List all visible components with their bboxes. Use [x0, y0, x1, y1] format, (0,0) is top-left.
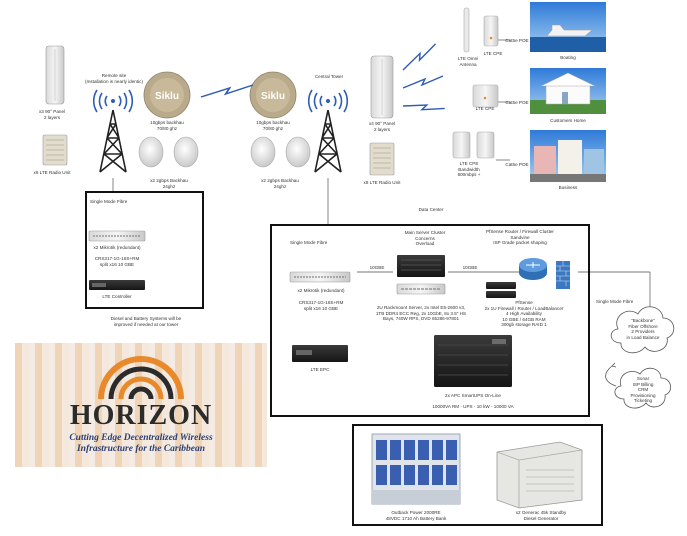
center-panel-label: x4 90° Panel 2 layers	[368, 121, 396, 132]
photo-business	[530, 130, 606, 182]
photo-boating	[530, 2, 606, 52]
pfsense-units	[486, 282, 516, 298]
siklu-left-label: 10gbps backhau 70/80 ghz	[150, 120, 184, 131]
center-radio-label: x8 LTE Radio Unit	[363, 180, 401, 185]
cpe-top-device	[483, 15, 499, 47]
dish-left-label: x2 2gbps Backhau 24ghz	[150, 178, 188, 189]
cloud-backbone	[610, 306, 675, 354]
site-customers-home: Customers Home	[550, 118, 586, 123]
diesel-generator	[496, 441, 583, 509]
left-radio-label: x6 LTE Radio Unit	[33, 170, 71, 175]
dc-epc-label: LTE EPC	[310, 367, 330, 372]
power-systems-box	[352, 424, 603, 526]
link-10gbe-a: 10GBE	[369, 265, 385, 270]
cpe-mid-device	[472, 84, 499, 108]
generator-label: x2 Generac 45k Standby Diesel Generator	[515, 510, 567, 521]
left-panel-label: x3 90° Panel 2 layers	[38, 109, 66, 120]
center-panel-antenna	[370, 55, 394, 119]
dish-pair-left	[138, 136, 199, 168]
cloud-link-arrow	[611, 362, 617, 368]
fibre-out-label: Single Mode Fibre	[596, 299, 634, 304]
apc-ups	[434, 335, 512, 387]
remote-switch-model: CRS317-1G-16S+RM split x16 10 GBE	[94, 256, 140, 267]
cpe-top-label: LTE CPE	[483, 51, 503, 56]
dc-mikrotik-switch	[289, 271, 351, 283]
siklu-radio-left: Siklu	[143, 71, 191, 119]
site-business: Business	[558, 185, 578, 190]
cpe-bottom-poe: Cat5e POE	[505, 162, 529, 167]
server-spec: 2U Rackmount Server, 2x Intel E5-2600 v3…	[375, 305, 467, 322]
dish-pair-right	[250, 136, 311, 168]
logo-background	[15, 343, 267, 467]
remote-switch-label: x2 Mikrotik (redundant)	[93, 245, 141, 250]
pfsense-spec: PfSense 2x 1U Firewall / Router / LoadBa…	[484, 300, 564, 328]
battery-bank	[371, 433, 461, 505]
remote-fiber-label: Single Mode Fibre	[90, 199, 128, 204]
battery-label: Outback Power 2000RE 48VDC 1710 Ah Batte…	[385, 510, 447, 521]
omni-label: LTE Omni Antenna	[457, 56, 479, 67]
ups-spec: 10000VA RM - UPS - 10 kW - 10000 VA	[432, 404, 514, 409]
left-lte-radio-unit	[42, 134, 68, 166]
cloud-backbone-label: "Backbone" Fiber Offshore 2 Providers in…	[626, 318, 660, 340]
wireless-link-icon	[397, 43, 441, 71]
cloud-sonar	[614, 367, 671, 409]
cloud-sonar-label: Sonar ISP Billing CRM Provisioning Ticke…	[630, 376, 656, 404]
remote-power-note: Diesel and Battery Systems will be impro…	[110, 316, 182, 327]
omni-antenna	[463, 7, 470, 53]
main-server	[396, 255, 446, 295]
center-lte-radio-unit	[369, 142, 395, 176]
pfsense-head: PfSense Router / Firewall Cluster Sandvi…	[486, 229, 554, 246]
siklu-radio-right: Siklu	[249, 71, 297, 119]
horizon-logo: HORIZON Cutting Edge Decentralized Wirel…	[15, 343, 267, 467]
link-10gbe-b: 10GBE	[462, 265, 478, 270]
wires	[112, 39, 651, 336]
logo-brand: HORIZON	[69, 400, 213, 431]
logo-emblem-icon	[98, 356, 184, 400]
remote-mikrotik-switch	[88, 230, 146, 242]
site-boating: Boating	[560, 55, 576, 60]
cpe-mid-label: LTE CPE	[475, 106, 495, 111]
remote-controller-label: LTE Controller	[102, 294, 132, 299]
ups-label: 2x APC SmartUPS On-Line	[445, 393, 501, 398]
cpe-top-poe: Cat5e POE	[505, 38, 529, 43]
dc-switch-model: CRS317-1G-16S+RM split x16 10 GBE	[298, 300, 344, 311]
firewall-icon	[556, 261, 570, 289]
remote-tower-icon	[92, 89, 134, 173]
wireless-link-icon	[402, 94, 446, 121]
siklu-left-brand: Siklu	[155, 91, 179, 102]
cpe-bottom-label: LTE CPE Bandwidth 600mbps +	[457, 161, 481, 178]
dc-switch-label: x2 Mikrotik (redundant)	[297, 288, 345, 293]
dc-fiber-label: Single Mode Fibre	[290, 240, 328, 245]
logo-tagline: Cutting Edge Decentralized Wireless Infr…	[69, 433, 213, 454]
cpe-bottom-device	[452, 131, 495, 159]
wireless-link-icon	[200, 84, 254, 98]
left-panel-antenna	[45, 45, 65, 105]
central-tower-label: Central Tower	[314, 74, 344, 79]
photo-customers-home	[530, 68, 606, 114]
siklu-right-label: 10gbps backhau 70/80 ghz	[256, 120, 290, 131]
central-tower-icon	[307, 89, 349, 173]
main-server-label: Main Server Cluster Concerns Overload	[404, 230, 446, 247]
dc-lte-epc	[292, 345, 348, 362]
dish-right-label: x2 2gbps Backhau 24ghz	[261, 178, 299, 189]
wireless-link-icon	[402, 75, 444, 89]
siklu-right-brand: Siklu	[261, 91, 285, 102]
data-center-label: Data Center	[418, 207, 444, 212]
cpe-mid-poe: Cat5e POE	[505, 100, 529, 105]
remote-site-label: Remote site (Installation is nearly iden…	[85, 73, 143, 84]
remote-lte-controller	[89, 280, 145, 290]
data-center-box	[270, 224, 590, 417]
cloud-link	[605, 365, 617, 387]
router-icon	[519, 258, 547, 280]
remote-site-box	[85, 191, 204, 309]
